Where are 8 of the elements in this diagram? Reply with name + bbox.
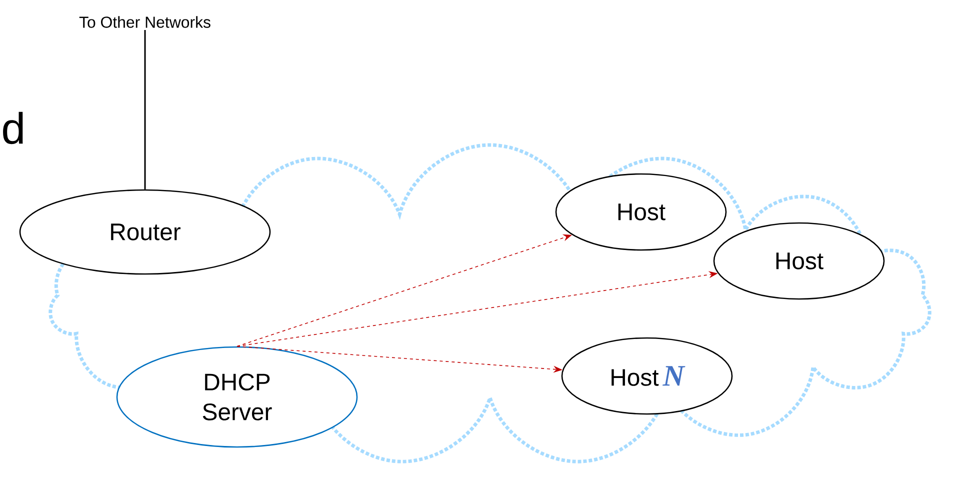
ellipse-node: DHCP Server xyxy=(116,346,358,448)
title-fragment: d xyxy=(3,112,23,144)
text-label: To Other Networks xyxy=(79,16,210,28)
connector-line xyxy=(144,30,146,190)
ellipse-node: Host xyxy=(713,222,885,300)
ellipse-node: Router xyxy=(19,189,271,275)
ellipse-node: HostN xyxy=(561,337,733,415)
ellipse-node: Host xyxy=(555,173,727,251)
